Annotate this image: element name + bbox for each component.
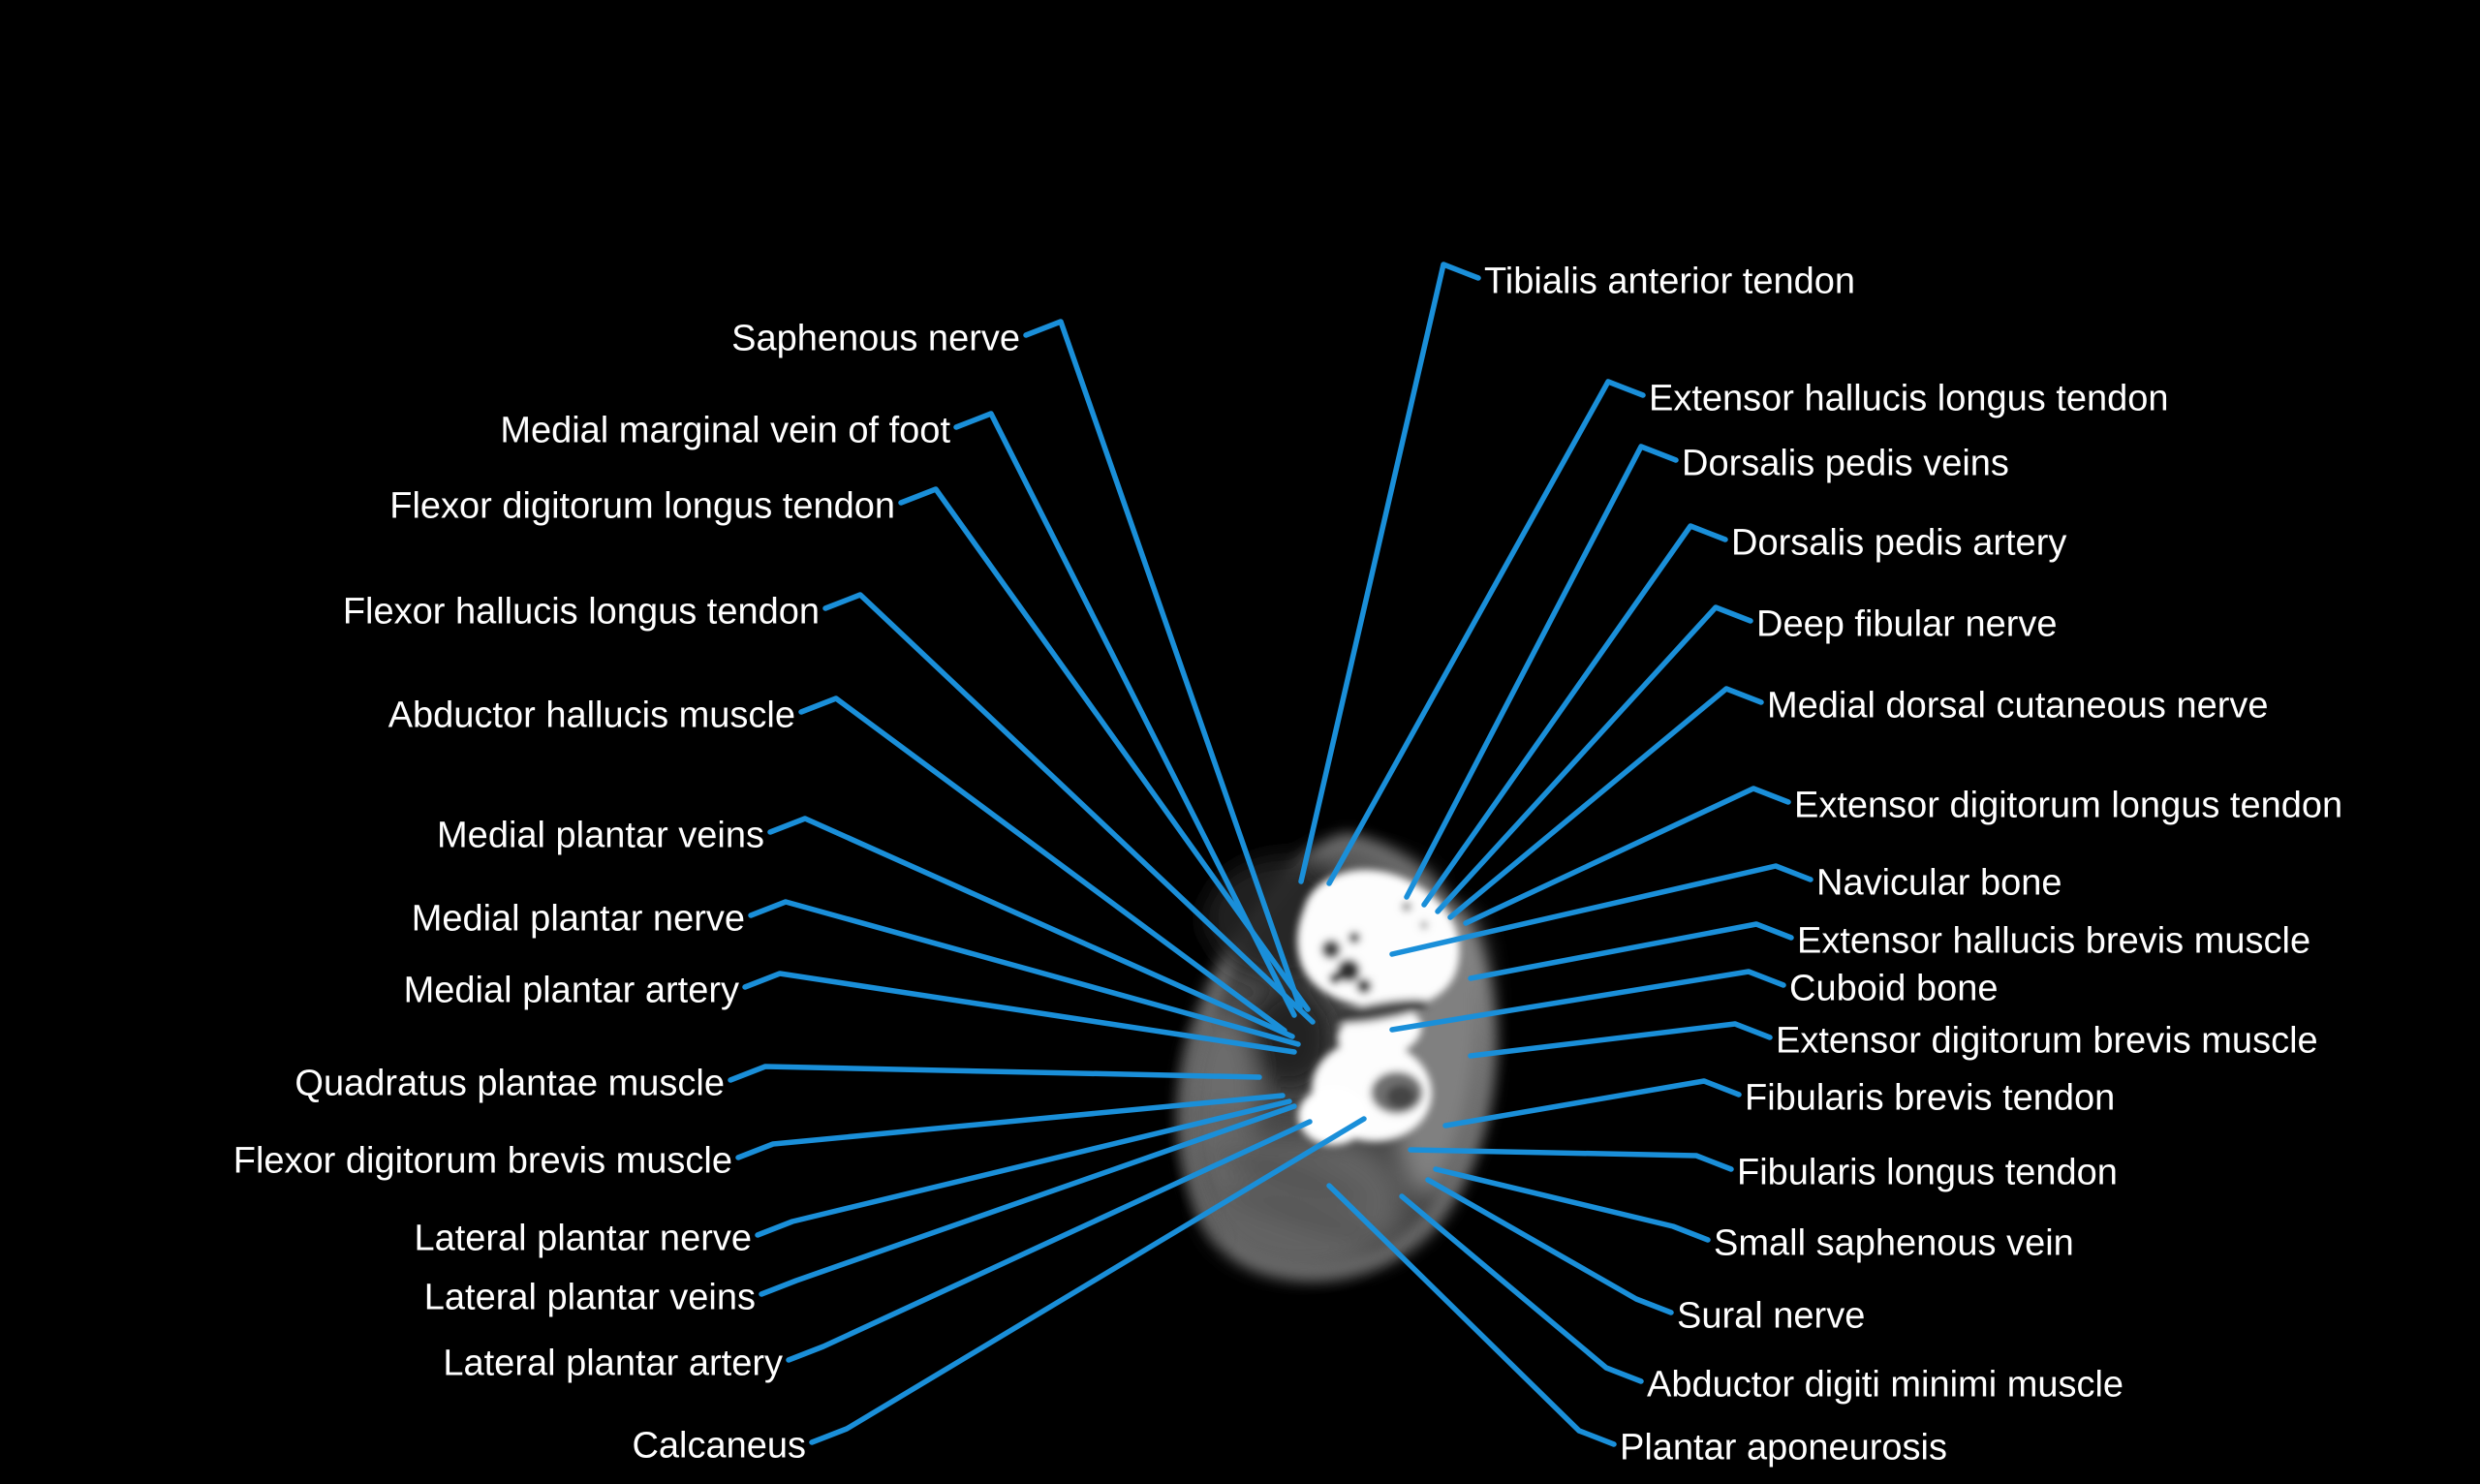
anatomy-label-left-1: Medial marginal vein of foot [500, 410, 950, 450]
anatomy-label-right-14: Sural nerve [1677, 1295, 1865, 1336]
anatomy-label-left-2: Flexor digitorum longus tendon [389, 485, 895, 526]
anatomy-label-left-5: Medial plantar veins [437, 815, 764, 855]
anatomy-label-left-8: Quadratus plantae muscle [294, 1063, 725, 1103]
leader-line-right-12 [1408, 1147, 1734, 1172]
anatomy-label-right-8: Extensor hallucis brevis muscle [1797, 920, 2310, 961]
leader-line-right-3 [1421, 523, 1728, 908]
leader-line-left-3 [822, 592, 1316, 1025]
leader-line-left-11 [759, 1103, 1297, 1297]
leader-line-left-8 [728, 1064, 1262, 1083]
anatomy-label-left-11: Lateral plantar veins [424, 1277, 756, 1317]
outer-skin-contour [1181, 1026, 1224, 1244]
anatomy-label-left-0: Saphenous nerve [731, 318, 1020, 358]
leader-line-right-10 [1468, 1021, 1773, 1059]
anatomy-label-right-16: Plantar aponeurosis [1620, 1427, 1947, 1468]
leader-line-right-5 [1447, 686, 1764, 920]
anatomy-label-left-10: Lateral plantar nerve [414, 1218, 752, 1258]
anatomy-label-right-4: Deep fibular nerve [1756, 603, 2058, 644]
leader-line-right-15 [1399, 1193, 1644, 1384]
anatomy-label-right-12: Fibularis longus tendon [1737, 1152, 2118, 1192]
leader-line-left-7 [742, 971, 1297, 1055]
leader-line-right-8 [1468, 921, 1794, 981]
bone-speckles [1321, 902, 1428, 994]
leader-line-left-4 [798, 696, 1287, 1034]
anatomy-label-left-4: Abductor hallucis muscle [388, 695, 795, 735]
leader-line-right-2 [1404, 444, 1679, 900]
anatomy-label-right-7: Navicular bone [1816, 862, 2062, 903]
anatomy-label-right-2: Dorsalis pedis veins [1682, 443, 2009, 483]
leader-line-right-0 [1298, 262, 1481, 884]
foot-bones [1297, 870, 1460, 1145]
anatomy-label-right-5: Medial dorsal cutaneous nerve [1767, 685, 2269, 726]
leader-line-left-6 [748, 899, 1301, 1047]
leader-line-left-12 [786, 1119, 1313, 1363]
leader-line-left-0 [1023, 319, 1303, 1010]
leader-line-left-10 [755, 1098, 1292, 1238]
leader-line-left-1 [953, 411, 1297, 1018]
leader-line-right-9 [1389, 969, 1786, 1033]
bone-cavity-core [1386, 1085, 1415, 1108]
anatomy-label-left-9: Flexor digitorum brevis muscle [233, 1140, 732, 1181]
leader-line-right-4 [1435, 604, 1753, 914]
leader-line-right-16 [1326, 1183, 1617, 1447]
leader-line-right-13 [1433, 1166, 1711, 1243]
leader-lines [728, 262, 1814, 1447]
anatomy-label-right-0: Tibialis anterior tendon [1484, 261, 1855, 301]
leader-line-left-13 [809, 1116, 1367, 1445]
anatomy-label-right-10: Extensor digitorum brevis muscle [1776, 1020, 2318, 1061]
calcaneus-bright-blob [1298, 1087, 1368, 1145]
leader-line-right-6 [1463, 786, 1791, 926]
leader-line-right-14 [1425, 1177, 1674, 1315]
anatomy-label-left-12: Lateral plantar artery [443, 1343, 783, 1383]
anatomy-label-left-3: Flexor hallucis longus tendon [343, 591, 820, 632]
bone-gap-shadow [1329, 999, 1430, 1024]
anatomy-label-left-7: Medial plantar artery [404, 970, 739, 1010]
leader-line-left-9 [735, 1093, 1286, 1160]
anatomy-label-right-6: Extensor digitorum longus tendon [1794, 785, 2342, 825]
anatomy-label-left-13: Calcaneus [632, 1425, 806, 1466]
anatomy-label-right-13: Small saphenous vein [1714, 1222, 2074, 1263]
anatomy-label-right-11: Fibularis brevis tendon [1745, 1077, 2115, 1118]
leader-line-right-11 [1442, 1078, 1742, 1128]
leader-line-right-7 [1389, 863, 1814, 957]
leader-line-right-1 [1326, 379, 1646, 886]
anatomy-label-right-1: Extensor hallucis longus tendon [1649, 378, 2169, 418]
leader-line-left-5 [767, 816, 1295, 1039]
anatomy-label-right-9: Cuboid bone [1789, 968, 1999, 1008]
anatomy-label-right-3: Dorsalis pedis artery [1731, 522, 2066, 563]
anatomy-label-left-6: Medial plantar nerve [412, 898, 745, 939]
leader-line-left-2 [898, 486, 1311, 1012]
anatomy-label-right-15: Abductor digiti minimi muscle [1647, 1364, 2124, 1405]
